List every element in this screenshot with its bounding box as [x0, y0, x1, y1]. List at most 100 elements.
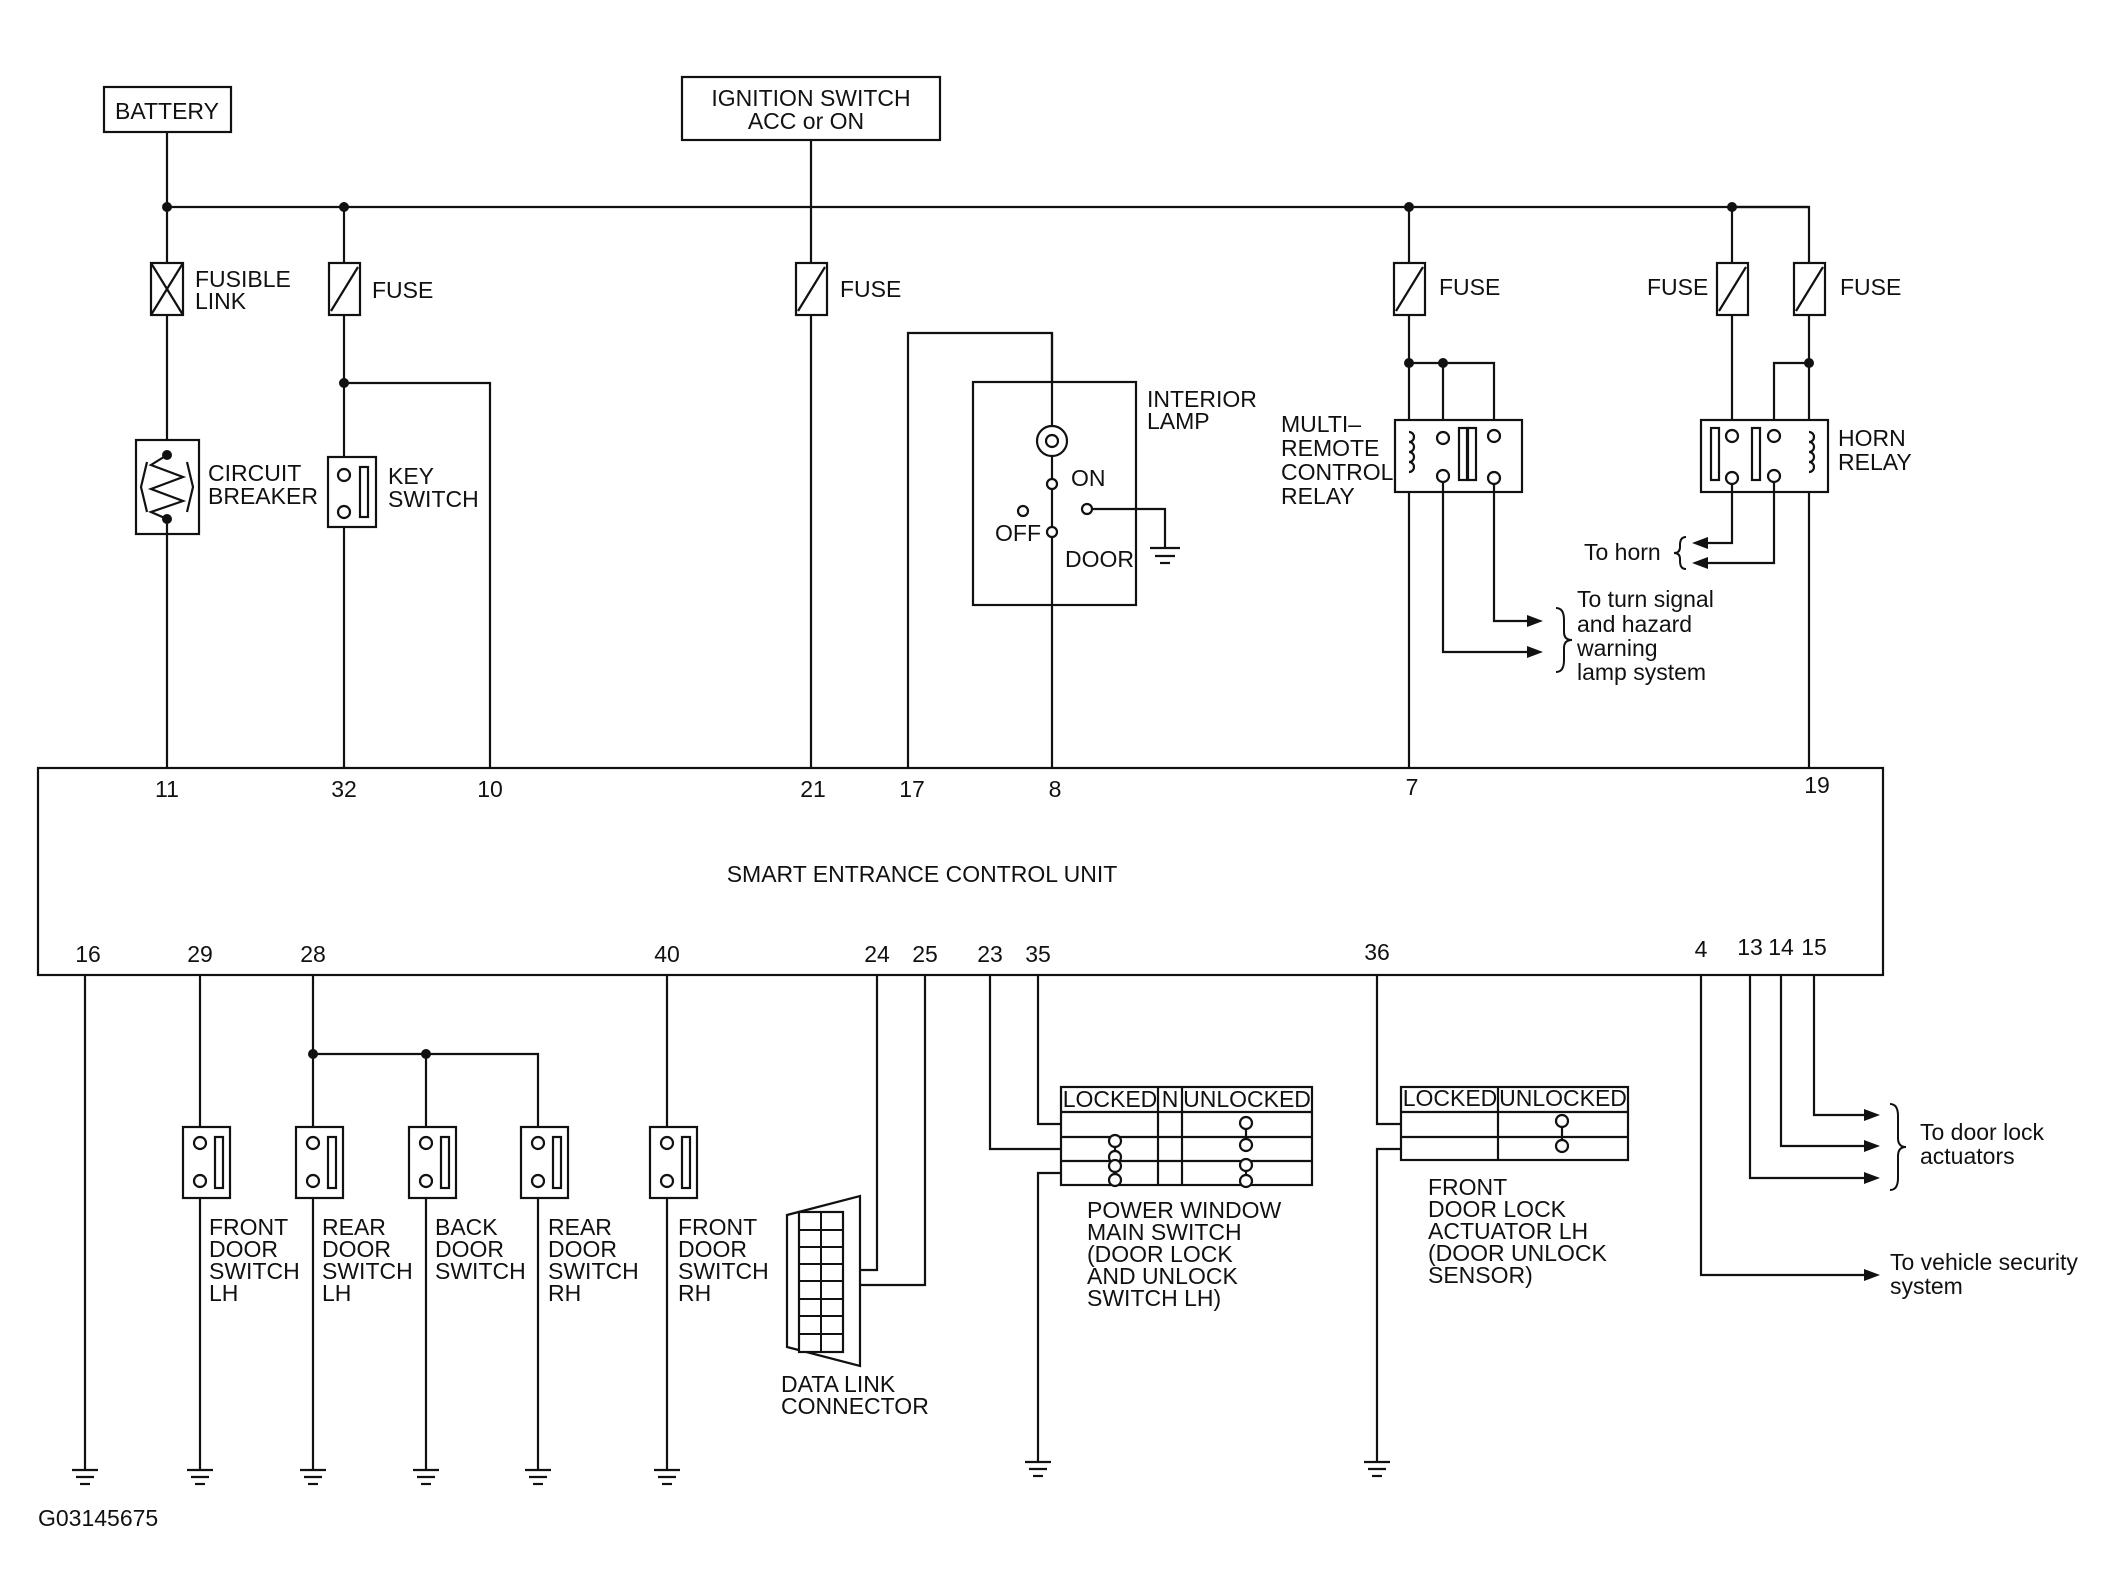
ground-pwm [1025, 1460, 1051, 1478]
pin-25: 25 [912, 941, 938, 967]
ground-16 [72, 1468, 98, 1486]
rear-door-switch-rh-label-2: DOOR [548, 1236, 617, 1262]
power-window-switch-label-2: MAIN SWITCH [1087, 1219, 1242, 1245]
dla-unlocked: UNLOCKED [1499, 1085, 1627, 1111]
pin-10: 10 [477, 776, 503, 802]
front-door-switch-rh-label-3: SWITCH [678, 1258, 769, 1284]
multi-remote-relay-label: MULTI– [1281, 411, 1361, 437]
pwm-switch-neutral: N [1162, 1086, 1179, 1112]
front-door-switch-lh-label-2: DOOR [209, 1236, 278, 1262]
pin-11: 11 [155, 776, 179, 802]
power-window-switch-label-5: SWITCH LH) [1087, 1285, 1221, 1311]
interior-lamp-on: ON [1071, 465, 1106, 491]
smart-entrance-control-unit [36, 766, 1885, 977]
fuse-horn-1-label: FUSE [1647, 274, 1708, 300]
pwm-switch-unlocked: UNLOCKED [1183, 1086, 1311, 1112]
power-window-switch-label: POWER WINDOW [1087, 1197, 1281, 1223]
fusible-link-label-2: LINK [195, 288, 247, 314]
battery-box [102, 85, 233, 134]
back-door-switch [407, 1125, 458, 1200]
data-link-connector-label-2: CONNECTOR [781, 1393, 929, 1419]
to-turn-signal-label-2: and hazard [1577, 611, 1692, 637]
interior-lamp-label-2: LAMP [1147, 408, 1210, 434]
pin-21: 21 [800, 776, 826, 802]
key-switch-label-2: SWITCH [388, 486, 479, 512]
data-link-connector [785, 1194, 862, 1368]
interior-lamp-door: DOOR [1065, 546, 1134, 572]
to-turn-signal-label-3: warning [1576, 635, 1658, 661]
horn-relay [1699, 418, 1830, 494]
front-door-switch-lh-label-3: SWITCH [209, 1258, 300, 1284]
rear-door-switch-rh-label-4: RH [548, 1280, 581, 1306]
to-vehicle-security-label: To vehicle security [1890, 1249, 2078, 1275]
interior-lamp-label: INTERIOR [1147, 386, 1257, 412]
door-lock-actuator-label-5: SENSOR) [1428, 1262, 1533, 1288]
ground-40 [654, 1468, 680, 1486]
multi-remote-relay-label-2: REMOTE [1281, 435, 1379, 461]
to-vehicle-security-label-2: system [1890, 1273, 1963, 1299]
rear-door-switch-lh-label: REAR [322, 1214, 386, 1240]
pin-8: 8 [1049, 776, 1062, 802]
to-horn-label: To horn [1584, 539, 1661, 565]
power-window-main-switch [1059, 1085, 1314, 1189]
door-lock-actuator-label-4: (DOOR UNLOCK [1428, 1240, 1608, 1266]
dla-locked: LOCKED [1403, 1085, 1498, 1111]
fuse-21-label: FUSE [840, 276, 901, 302]
battery-label: BATTERY [115, 98, 219, 124]
door-lock-actuator-label-3: ACTUATOR LH [1428, 1218, 1588, 1244]
front-door-switch-rh-label: FRONT [678, 1214, 757, 1240]
back-door-switch-label-2: DOOR [435, 1236, 504, 1262]
pin-16: 16 [75, 941, 101, 967]
door-lock-actuator-label: FRONT [1428, 1174, 1507, 1200]
pin-13: 13 [1737, 934, 1763, 960]
pin-23: 23 [977, 941, 1003, 967]
fusible-link-label: FUSIBLE [195, 266, 291, 292]
front-door-lock-actuator-lh [1399, 1085, 1630, 1162]
ignition-switch-state: ACC or ON [748, 108, 864, 134]
to-door-lock-label: To door lock [1920, 1119, 2045, 1145]
door-lock-actuator-label-2: DOOR LOCK [1428, 1196, 1567, 1222]
rear-door-switch-rh-label-3: SWITCH [548, 1258, 639, 1284]
control-unit-title: SMART ENTRANCE CONTROL UNIT [727, 861, 1118, 887]
rear-door-switch-lh [294, 1125, 345, 1200]
horn-relay-label-2: RELAY [1838, 449, 1912, 475]
to-door-lock-label-2: actuators [1920, 1143, 2015, 1169]
rear-door-switch-lh-label-3: SWITCH [322, 1258, 413, 1284]
rear-door-switch-rh [519, 1125, 570, 1200]
circuit-breaker-label: CIRCUIT [208, 460, 301, 486]
data-link-connector-label: DATA LINK [781, 1371, 896, 1397]
pin-14: 14 [1768, 934, 1794, 960]
multi-remote-relay-label-3: CONTROL [1281, 459, 1394, 485]
power-window-switch-label-3: (DOOR LOCK [1087, 1241, 1233, 1267]
front-door-switch-rh-label-4: RH [678, 1280, 711, 1306]
front-door-switch-rh-label-2: DOOR [678, 1236, 747, 1262]
pin-28: 28 [300, 941, 326, 967]
front-door-switch-lh-label: FRONT [209, 1214, 288, 1240]
pin-19: 19 [1804, 772, 1830, 798]
ignition-switch-label: IGNITION SWITCH [711, 85, 910, 111]
power-window-switch-label-4: AND UNLOCK [1087, 1263, 1238, 1289]
pin-32: 32 [331, 776, 357, 802]
front-door-switch-lh-label-4: LH [209, 1280, 238, 1306]
pwm-switch-locked: LOCKED [1063, 1086, 1158, 1112]
pin-40: 40 [654, 941, 680, 967]
interior-lamp-off: OFF [995, 520, 1041, 546]
rear-door-switch-rh-label: REAR [548, 1214, 612, 1240]
back-door-switch-label: BACK [435, 1214, 498, 1240]
multi-remote-relay-label-4: RELAY [1281, 483, 1355, 509]
front-door-switch-rh [648, 1125, 699, 1200]
fuse-horn-2-label: FUSE [1840, 274, 1901, 300]
pin-15: 15 [1801, 934, 1827, 960]
to-turn-signal-label: To turn signal [1577, 586, 1714, 612]
ground-dla [1364, 1460, 1390, 1478]
front-door-switch-lh [181, 1125, 232, 1200]
pin-29: 29 [187, 941, 213, 967]
interior-lamp-box [971, 380, 1138, 607]
ground-28 [300, 1468, 551, 1486]
key-switch-label: KEY [388, 463, 434, 489]
figure-id: G03145675 [38, 1505, 158, 1531]
horn-relay-label: HORN [1838, 425, 1906, 451]
pin-24: 24 [864, 941, 890, 967]
circuit-breaker-label-2: BREAKER [208, 483, 318, 509]
